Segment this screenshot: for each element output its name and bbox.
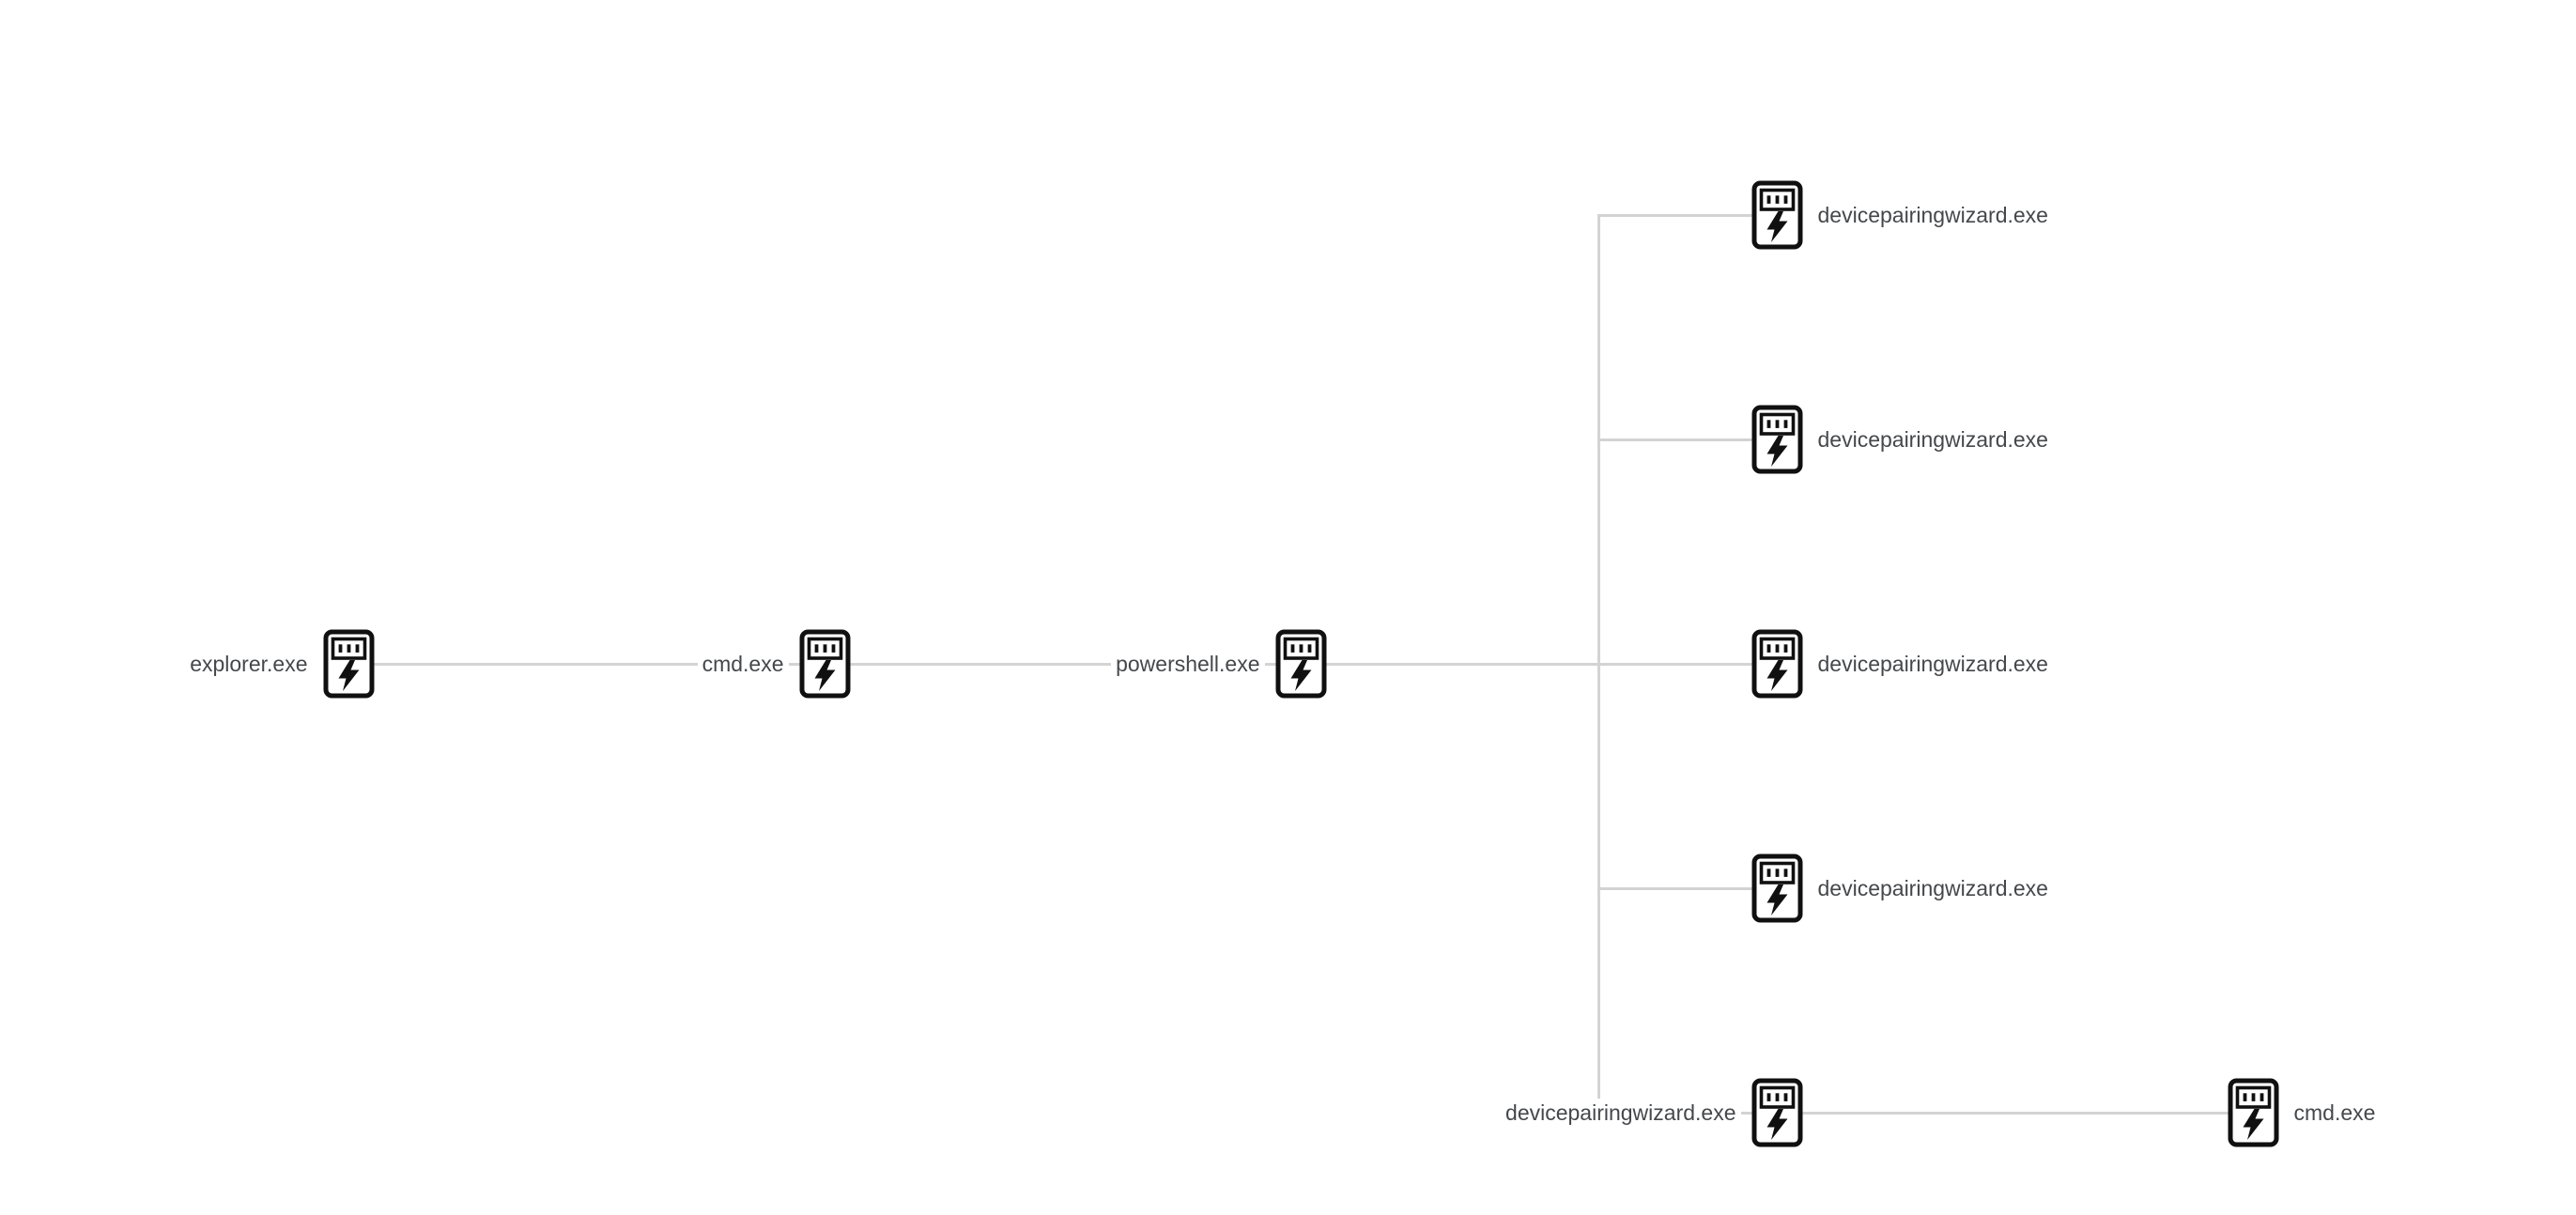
icon-pin — [1775, 195, 1779, 204]
process-node-cmd-exe-2[interactable] — [2228, 1078, 2279, 1147]
icon-pin — [1766, 869, 1770, 877]
executable-process-icon — [1751, 854, 1802, 923]
edge-branch-dpw-2 — [1597, 438, 1779, 441]
lightning-bolt-icon — [1766, 660, 1787, 691]
lightning-bolt-icon — [1290, 660, 1311, 691]
icon-pin — [814, 644, 818, 653]
icon-pin — [1766, 420, 1770, 428]
process-node-devicepairingwizard-exe-3[interactable] — [1751, 629, 1803, 699]
icon-pin — [355, 644, 359, 653]
process-node-explorer-exe[interactable] — [323, 629, 375, 699]
icon-pin — [1783, 644, 1787, 653]
process-label-explorer-exe[interactable]: explorer.exe — [185, 650, 313, 678]
icon-pin — [1783, 869, 1787, 877]
icon-pin — [1299, 644, 1303, 653]
icon-pin — [1766, 195, 1770, 204]
icon-pin — [1290, 644, 1294, 653]
icon-pin — [1783, 1093, 1787, 1101]
process-label-cmd-exe-2[interactable]: cmd.exe — [2289, 1099, 2381, 1127]
executable-process-icon — [1751, 405, 1802, 474]
icon-pin — [1783, 195, 1787, 204]
icon-pin — [2251, 1093, 2255, 1101]
lightning-bolt-icon — [814, 660, 835, 691]
process-node-powershell-exe[interactable] — [1275, 629, 1327, 699]
icon-pin — [347, 644, 350, 653]
executable-process-icon — [1751, 1078, 1802, 1147]
icon-pin — [831, 644, 835, 653]
process-label-devicepairingwizard-exe-3[interactable]: devicepairingwizard.exe — [1812, 650, 2053, 678]
icon-pin — [823, 644, 826, 653]
icon-pin — [1766, 644, 1770, 653]
icon-pin — [338, 644, 342, 653]
icon-pin — [2243, 1093, 2246, 1101]
process-label-devicepairingwizard-exe-2[interactable]: devicepairingwizard.exe — [1812, 425, 2053, 454]
lightning-bolt-icon — [338, 660, 359, 691]
executable-process-icon — [799, 629, 850, 699]
icon-pin — [1775, 1093, 1779, 1101]
process-label-devicepairingwizard-exe-1[interactable]: devicepairingwizard.exe — [1812, 201, 2053, 229]
process-node-devicepairingwizard-exe-4[interactable] — [1751, 854, 1803, 923]
icon-pin — [1766, 1093, 1770, 1101]
process-node-cmd-exe-1[interactable] — [799, 629, 851, 699]
edge-chain-dpw5-cmd2 — [1775, 1111, 2255, 1115]
lightning-bolt-icon — [1766, 1109, 1787, 1140]
edge-branch-dpw-4 — [1597, 886, 1779, 890]
icon-pin — [2260, 1093, 2263, 1101]
process-label-cmd-exe-1[interactable]: cmd.exe — [697, 650, 789, 678]
process-label-devicepairingwizard-exe-5[interactable]: devicepairingwizard.exe — [1501, 1099, 1741, 1127]
edge-trunk-powershell-children — [1597, 213, 1600, 1115]
executable-process-icon — [2228, 1078, 2278, 1147]
icon-pin — [1775, 644, 1779, 653]
process-node-devicepairingwizard-exe-2[interactable] — [1751, 405, 1803, 474]
executable-process-icon — [1275, 629, 1326, 699]
lightning-bolt-icon — [2243, 1109, 2263, 1140]
executable-process-icon — [1751, 629, 1802, 699]
lightning-bolt-icon — [1766, 211, 1787, 242]
lightning-bolt-icon — [1766, 884, 1787, 915]
executable-process-icon — [323, 629, 374, 699]
icon-pin — [1783, 420, 1787, 428]
lightning-bolt-icon — [1766, 436, 1787, 467]
icon-pin — [1307, 644, 1311, 653]
edge-branch-dpw-1 — [1597, 213, 1779, 217]
process-label-devicepairingwizard-exe-4[interactable]: devicepairingwizard.exe — [1812, 874, 2053, 902]
executable-process-icon — [1751, 180, 1802, 250]
icon-pin — [1775, 420, 1779, 428]
process-label-powershell-exe[interactable]: powershell.exe — [1111, 650, 1265, 678]
edge-chain-explorer-cmd-powershell-dpw3 — [347, 662, 1779, 666]
icon-pin — [1775, 869, 1779, 877]
process-node-devicepairingwizard-exe-5[interactable] — [1751, 1078, 1803, 1147]
process-node-devicepairingwizard-exe-1[interactable] — [1751, 180, 1803, 250]
